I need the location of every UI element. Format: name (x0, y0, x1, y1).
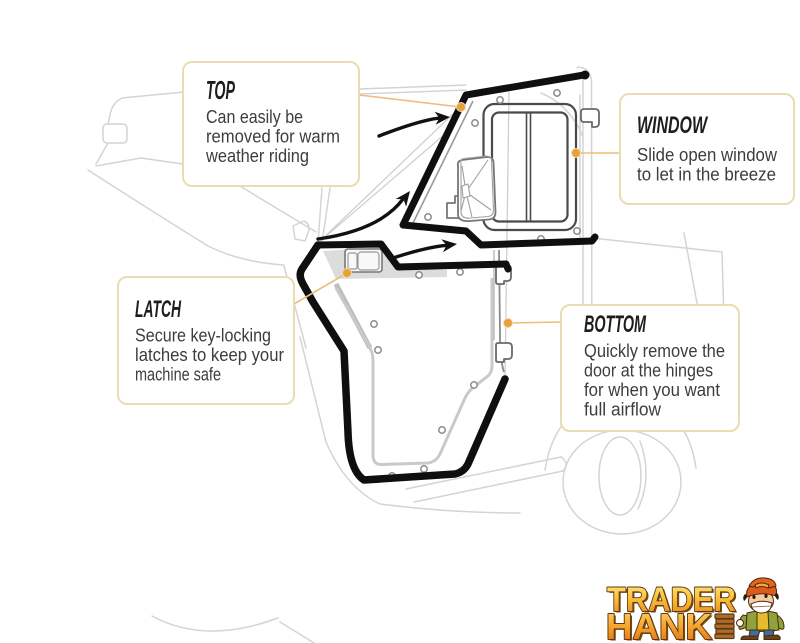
svg-text:full airflow: full airflow (584, 399, 662, 420)
svg-text:Can easily be: Can easily be (206, 106, 303, 127)
svg-text:HANK: HANK (608, 608, 714, 643)
svg-text:to let in the breeze: to let in the breeze (637, 164, 776, 185)
svg-text:BOTTOM: BOTTOM (584, 311, 647, 338)
svg-text:TRADER: TRADER (607, 581, 736, 619)
svg-text:Secure key-locking: Secure key-locking (135, 325, 271, 346)
svg-text:for when you want: for when you want (584, 379, 720, 400)
svg-text:Slide open window: Slide open window (637, 144, 778, 165)
svg-text:Quickly remove the: Quickly remove the (584, 340, 725, 361)
svg-text:TOP: TOP (206, 75, 235, 105)
svg-text:removed for warm: removed for warm (206, 126, 340, 147)
svg-text:WINDOW: WINDOW (637, 112, 709, 139)
svg-text:latches to keep your: latches to keep your (135, 344, 284, 365)
svg-text:door at the hinges: door at the hinges (584, 360, 713, 381)
svg-text:LATCH: LATCH (135, 296, 181, 323)
svg-text:machine safe: machine safe (135, 364, 221, 385)
svg-text:weather riding: weather riding (205, 145, 309, 166)
svg-text:HANK: HANK (606, 606, 712, 643)
